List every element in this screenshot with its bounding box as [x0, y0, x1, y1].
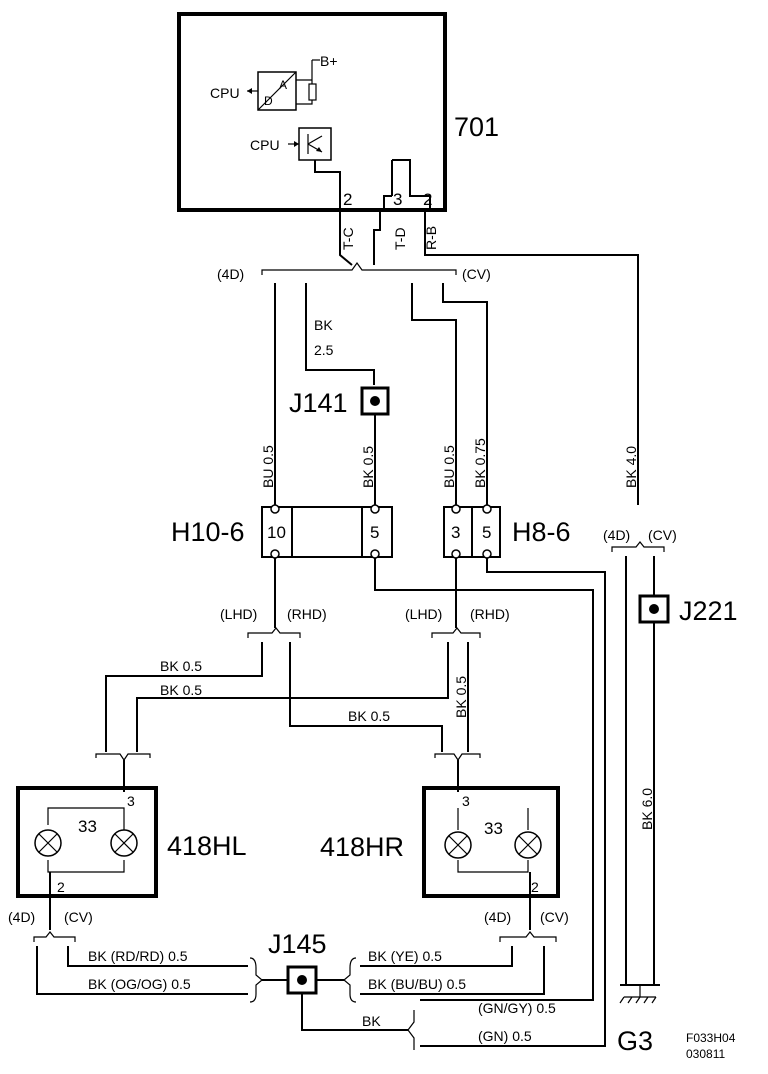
- variant-4d-j221: (4D): [603, 527, 630, 543]
- h10-pin-5: 5: [370, 523, 379, 542]
- wire-gngy: (GN/GY) 0.5: [478, 1000, 556, 1016]
- wire-bk-j145: BK: [362, 1013, 381, 1029]
- cpu-label-top: CPU: [210, 85, 240, 101]
- hr-lamp-33: 33: [484, 819, 503, 838]
- wire-bu05-h10: BU 0.5: [260, 445, 276, 488]
- lamp-418hl: 33 3 2 418HL: [16, 786, 247, 898]
- variant-cv-j221: (CV): [648, 527, 677, 543]
- splice-j221: J221: [638, 594, 738, 626]
- variant-4d-hl: (4D): [8, 909, 35, 925]
- adc-d-label: D: [264, 94, 273, 108]
- figure-code: F033H04: [686, 1031, 736, 1045]
- splice-j145: J145: [262, 929, 344, 995]
- label-rb: R-B: [423, 226, 439, 250]
- figure-date: 030811: [686, 1047, 725, 1061]
- connector-h8-6: 3 5 H8-6: [443, 504, 571, 559]
- variant-cv-hl: (CV): [64, 909, 93, 925]
- label-j221: J221: [679, 596, 738, 626]
- label-td: T-D: [392, 227, 408, 250]
- cpu-label-bottom: CPU: [250, 137, 280, 153]
- wire-bk-lhd-left: BK 0.5: [160, 658, 202, 674]
- label-701: 701: [454, 112, 499, 142]
- wire-bk-lhd-right: BK 0.5: [160, 682, 202, 698]
- wire-ye: BK (YE) 0.5: [368, 948, 442, 964]
- h8-pin-5: 5: [482, 523, 491, 542]
- h10-pin-10: 10: [267, 523, 286, 542]
- adc-a-label: A: [279, 78, 287, 92]
- wire-bu05-h8: BU 0.5: [441, 445, 457, 488]
- wire-bk05-h10: BK 0.5: [360, 446, 376, 488]
- bplus-label: B+: [320, 53, 338, 69]
- pin-td: 3: [393, 190, 402, 209]
- splice-j141: J141: [289, 386, 390, 418]
- pin-rb: 2: [423, 190, 432, 209]
- variant-rhd-left: (RHD): [287, 606, 327, 622]
- label-h8-6: H8-6: [512, 517, 571, 547]
- wire-bk40: BK 4.0: [623, 446, 639, 488]
- hr-pin-3: 3: [462, 793, 470, 809]
- variant-4d-hr: (4D): [484, 909, 511, 925]
- wire-bk075-h8: BK 0.75: [472, 438, 488, 488]
- wire-bk-j141: BK: [314, 317, 333, 333]
- label-tc: T-C: [340, 227, 356, 250]
- lamp-418hr: 33 3 2 418HR: [320, 786, 560, 898]
- hl-pin-3: 3: [127, 793, 135, 809]
- wire-bk05-hr: BK 0.5: [453, 676, 469, 718]
- h8-pin-3: 3: [451, 523, 460, 542]
- label-g3: G3: [617, 1026, 653, 1056]
- label-418hr: 418HR: [320, 832, 404, 862]
- ground-g3: G3: [617, 984, 660, 1056]
- variant-4d-top: (4D): [217, 266, 244, 282]
- label-418hl: 418HL: [167, 831, 247, 861]
- wire-bk-rhd-mid: BK 0.5: [348, 708, 390, 724]
- wire-gn: (GN) 0.5: [478, 1028, 532, 1044]
- module-701: A D B+ CPU CPU 2 3 2 701: [177, 12, 499, 212]
- wire-bk60: BK 6.0: [639, 788, 655, 830]
- variant-rhd-right: (RHD): [470, 606, 510, 622]
- label-h10-6: H10-6: [171, 517, 245, 547]
- wire-rd: BK (RD/RD) 0.5: [88, 948, 188, 964]
- wire-bubu: BK (BU/BU) 0.5: [368, 976, 466, 992]
- hl-lamp-33: 33: [78, 817, 97, 836]
- connector-h10-6: 10 5 H10-6: [171, 504, 393, 559]
- wire-og: BK (OG/OG) 0.5: [88, 976, 191, 992]
- hr-pin-2: 2: [531, 879, 539, 895]
- variant-cv-hr: (CV): [540, 909, 569, 925]
- label-j145: J145: [268, 929, 327, 959]
- variant-cv-top: (CV): [462, 266, 491, 282]
- label-j141: J141: [289, 388, 348, 418]
- hl-pin-2: 2: [57, 879, 65, 895]
- variant-lhd-left: (LHD): [220, 606, 257, 622]
- pin-tc: 2: [343, 190, 352, 209]
- wire-bk-j141-size: 2.5: [314, 342, 334, 358]
- variant-lhd-right: (LHD): [405, 606, 442, 622]
